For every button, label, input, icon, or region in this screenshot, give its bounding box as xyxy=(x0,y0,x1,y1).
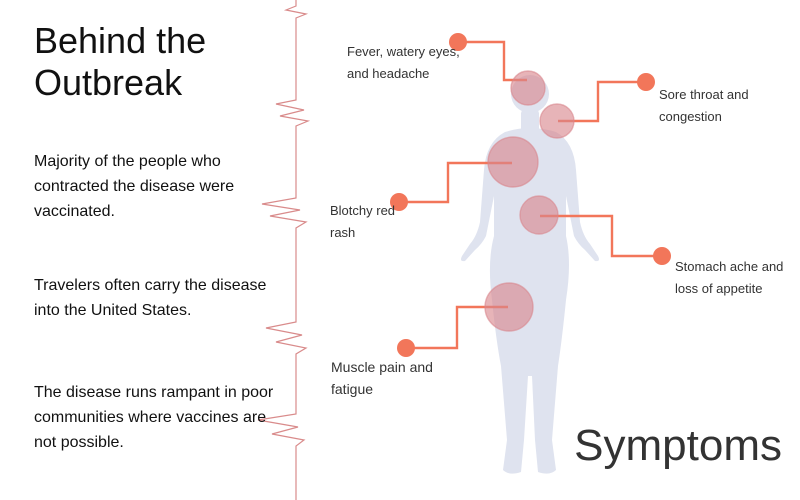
hotspot-thigh xyxy=(484,282,534,332)
dot-muscle xyxy=(397,339,415,357)
connector-throat xyxy=(558,80,646,123)
connector-rash xyxy=(399,161,512,204)
dot-throat xyxy=(637,73,655,91)
connector-dots xyxy=(390,33,671,357)
dot-stomach xyxy=(653,247,671,265)
symptoms-heading: Symptoms xyxy=(574,421,782,470)
human-silhouette xyxy=(461,75,599,474)
symptom-label-stomach: Stomach ache and loss of appetite xyxy=(675,259,784,296)
timeline-line xyxy=(257,0,311,500)
hotspots xyxy=(484,70,575,332)
page-title: Behind the Outbreak xyxy=(34,20,207,103)
connector-fever xyxy=(458,40,527,82)
dot-rash xyxy=(390,193,408,211)
fact-vaccinated: Majority of the people who contracted th… xyxy=(34,153,235,220)
symptom-label-muscle: Muscle pain and fatigue xyxy=(331,359,433,397)
dot-fever xyxy=(449,33,467,51)
hotspot-head xyxy=(510,70,546,106)
hotspot-stomach xyxy=(519,195,559,235)
symptom-label-fever: Fever, watery eyes, and headache xyxy=(347,44,460,81)
symptom-label-rash: Blotchy red rash xyxy=(330,203,396,240)
fact-poor-communities: The disease runs rampant in poor communi… xyxy=(34,384,274,451)
connector-stomach xyxy=(540,214,662,258)
symptom-label-sore-throat: Sore throat and congestion xyxy=(659,87,749,124)
connector-muscle xyxy=(406,305,508,350)
fact-travelers: Travelers often carry the disease into t… xyxy=(34,277,267,319)
hotspot-throat xyxy=(539,103,575,139)
connector-lines xyxy=(399,40,662,350)
hotspot-chest xyxy=(487,136,539,188)
